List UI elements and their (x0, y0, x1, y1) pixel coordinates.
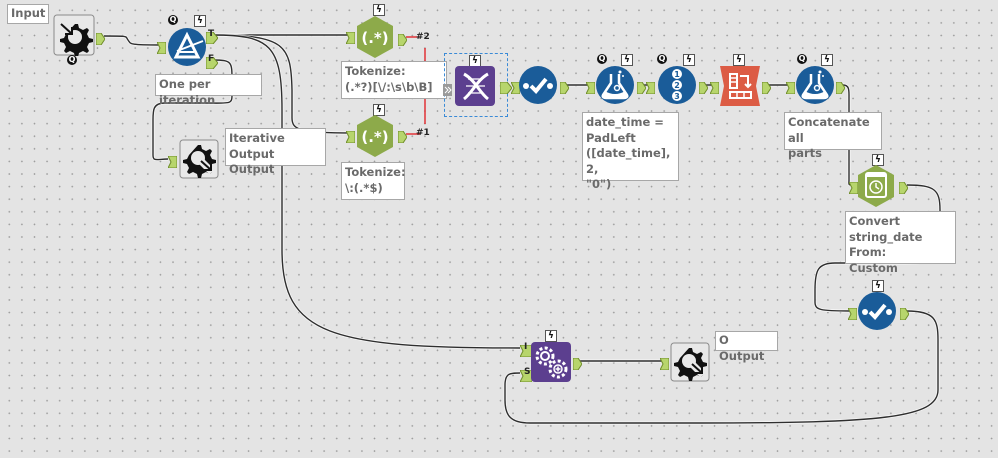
record-id-tool[interactable]: 1 2 3 (657, 65, 697, 105)
formula-icon (596, 66, 634, 104)
regex-glyph: (.*) (361, 128, 388, 146)
input-anchor[interactable] (848, 179, 859, 198)
filter-tool[interactable] (167, 27, 207, 67)
regex-glyph: (.*) (361, 29, 388, 47)
output-anchor[interactable] (397, 128, 408, 147)
false-output-anchor[interactable]: F (205, 54, 219, 73)
formula-tool-1[interactable] (595, 65, 635, 105)
connection-filter-iterative-output[interactable] (152, 59, 233, 161)
cross-tab-tool[interactable] (720, 66, 760, 106)
iterative-output-tool[interactable] (179, 139, 219, 179)
regex-bottom-annotation[interactable]: Tokenize: \:(.*$) (341, 162, 406, 200)
regex-icon: (.*) (357, 115, 393, 157)
bolt-badge: ϟ (545, 330, 557, 342)
port-label: F (208, 54, 215, 64)
input-label[interactable]: Input (7, 4, 50, 24)
input-anchor[interactable] (345, 128, 356, 147)
cache-badge: Q (168, 15, 178, 25)
cache-badge: Q (657, 54, 667, 64)
datetime-annotation[interactable]: Convert string_date From: Custom (845, 211, 956, 275)
o-output-annotation[interactable]: O Output (715, 331, 778, 363)
select-icon (858, 292, 896, 330)
select-icon (519, 66, 557, 104)
cache-badge: Q (67, 55, 77, 65)
port-label: S (524, 367, 531, 377)
o-output-tool[interactable] (670, 342, 710, 382)
bolt-badge: ϟ (373, 104, 385, 116)
select-tool-2[interactable] (857, 291, 897, 331)
output-anchor[interactable] (835, 79, 846, 98)
input-anchor[interactable] (345, 29, 356, 48)
input-anchor[interactable] (167, 153, 178, 172)
join-multiple-tool[interactable] (455, 66, 495, 106)
formula-2-annotation[interactable]: Concatenate all parts (784, 112, 882, 160)
output-anchor[interactable] (898, 179, 909, 198)
cache-badge: Q (797, 54, 807, 64)
filter-annotation[interactable]: One per iteration (155, 74, 262, 107)
cross-tab-icon (720, 66, 760, 106)
output-label-1: #1 (416, 128, 430, 138)
input-anchor[interactable] (645, 79, 656, 98)
digit: 2 (674, 81, 680, 90)
iterative-output-annotation[interactable]: Iterative Output Output (225, 128, 326, 176)
regex-top-annotation[interactable]: Tokenize: (.*?)[\/:\s\b\B] (341, 61, 447, 99)
macro-output-icon (670, 342, 710, 382)
true-output-anchor[interactable]: T (205, 29, 219, 48)
datetime-icon (858, 165, 894, 207)
macro-input-icon (53, 14, 95, 56)
output-anchor[interactable] (572, 355, 583, 374)
cache-badge: Q (597, 54, 607, 64)
datetime-tool[interactable] (856, 164, 896, 208)
filter-icon (168, 28, 206, 66)
record-id-icon: 1 2 3 (658, 66, 696, 104)
formula-tool-2[interactable] (795, 65, 835, 105)
connection-filter-iterative-macro[interactable] (212, 34, 521, 349)
connection-select-iterative-macro[interactable] (504, 310, 939, 424)
output-label-2: #2 (416, 32, 430, 42)
input-anchor[interactable] (659, 355, 670, 374)
bolt-badge: ϟ (683, 54, 695, 66)
input-anchor[interactable] (510, 79, 521, 98)
bolt-badge: ϟ (373, 4, 385, 16)
connection-input-filter[interactable] (103, 35, 161, 46)
output-anchor[interactable] (559, 79, 570, 98)
s-input-anchor[interactable]: S (519, 367, 533, 386)
port-label: T (208, 29, 215, 39)
input-anchor[interactable] (156, 39, 167, 58)
output-anchor[interactable] (698, 79, 709, 98)
output-anchor[interactable] (499, 79, 513, 98)
regex-top-tool[interactable]: (.*) (355, 15, 395, 59)
formula-icon (796, 66, 834, 104)
bolt-badge: ϟ (621, 54, 633, 66)
regex-icon: (.*) (357, 16, 393, 58)
bolt-badge: ϟ (872, 280, 884, 292)
iteration-input-anchor[interactable]: I (519, 342, 533, 361)
digit: 3 (674, 92, 680, 101)
output-anchor[interactable] (397, 31, 408, 50)
macro-output-icon (179, 139, 219, 179)
input-anchor[interactable] (785, 79, 796, 98)
bolt-badge: ϟ (733, 54, 745, 66)
port-label: I (524, 342, 528, 352)
output-anchor[interactable] (95, 30, 106, 49)
multi-input-anchor[interactable] (443, 81, 452, 100)
digit: 1 (674, 70, 680, 79)
regex-bottom-tool[interactable]: (.*) (355, 114, 395, 158)
select-tool-1[interactable] (518, 65, 558, 105)
input-anchor[interactable] (847, 305, 858, 324)
output-anchor[interactable] (636, 79, 647, 98)
macro-input-tool[interactable] (53, 14, 95, 56)
output-anchor[interactable] (761, 79, 772, 98)
dna-icon (455, 66, 495, 106)
bolt-badge: ϟ (194, 15, 206, 27)
bolt-badge: ϟ (872, 154, 884, 166)
iterative-macro-tool[interactable] (531, 342, 571, 382)
iterative-macro-icon (531, 342, 571, 382)
output-anchor[interactable] (899, 305, 910, 324)
formula-1-annotation[interactable]: date_time = PadLeft ([date_time], 2, "0"… (582, 112, 679, 191)
input-anchor[interactable] (709, 79, 720, 98)
input-anchor[interactable] (585, 79, 596, 98)
bolt-badge: ϟ (821, 54, 833, 66)
